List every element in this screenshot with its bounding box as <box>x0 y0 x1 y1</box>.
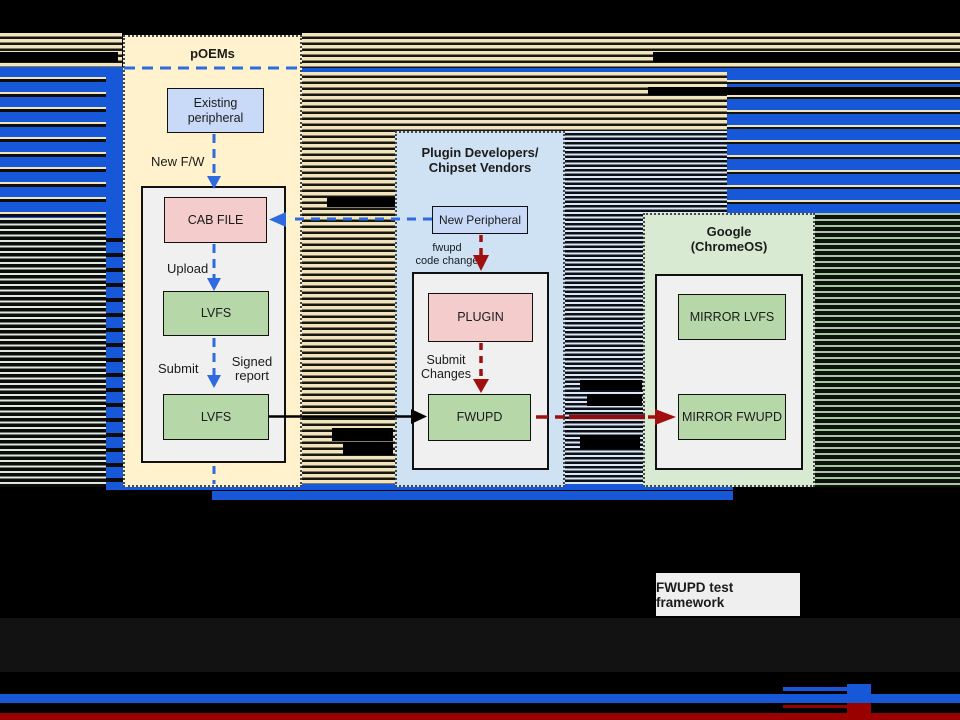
glitch-blue-line-small <box>783 687 847 691</box>
node-new-peripheral: New Peripheral <box>432 206 528 234</box>
glitch-black-bar-top <box>653 52 960 62</box>
glitch-fine-stripes-left <box>0 218 106 487</box>
glitch-black-band-top-left <box>0 52 118 62</box>
label-upload: Upload <box>167 261 209 276</box>
glitch-blue-bar-a <box>106 484 733 490</box>
node-fwupd: FWUPD <box>428 394 531 441</box>
node-plugin-label: PLUGIN <box>457 310 504 324</box>
panel-poems-title: pOEMs <box>190 46 235 61</box>
panel-google-title: Google (ChromeOS) <box>690 224 768 254</box>
glitch-gray-band <box>0 618 960 672</box>
node-mirror-fwupd-label: MIRROR FWUPD <box>682 409 782 424</box>
glitch-blob <box>580 435 640 449</box>
panel-plugin-vendors-title: Plugin Developers/ Chipset Vendors <box>421 145 539 175</box>
node-lvfs-lower: LVFS <box>163 394 269 440</box>
glitch-black-bar-upper <box>648 87 960 95</box>
glitch-blob <box>343 442 393 455</box>
node-mirror-fwupd: MIRROR FWUPD <box>678 394 786 440</box>
glitch-blue-bar-b <box>212 491 733 500</box>
fwupd-test-framework-label: FWUPD test framework <box>656 579 734 610</box>
node-cab-file: CAB FILE <box>164 197 267 243</box>
node-mirror-lvfs: MIRROR LVFS <box>678 294 786 340</box>
node-fwupd-label: FWUPD <box>456 410 503 424</box>
node-mirror-lvfs-label: MIRROR LVFS <box>689 309 775 324</box>
label-submit-changes: Submit Changes <box>420 353 472 381</box>
glitch-blob <box>332 428 393 441</box>
glitch-red-line-small <box>783 705 847 708</box>
glitch-blue-column-top <box>106 67 123 227</box>
glitch-blob <box>587 394 642 406</box>
glitch-blue-stripes-left <box>0 67 106 218</box>
glitch-blue-square-column <box>106 227 123 487</box>
label-submit: Submit <box>158 361 199 376</box>
node-plugin: PLUGIN <box>428 293 533 342</box>
glitch-green-stripes-right <box>815 213 960 487</box>
glitch-blob <box>327 197 395 207</box>
label-new-fw: New F/W <box>151 154 205 169</box>
node-existing-peripheral: Existing peripheral <box>167 88 264 133</box>
node-lvfs-lower-label: LVFS <box>200 409 232 424</box>
node-cab-file-label: CAB FILE <box>187 212 244 227</box>
node-lvfs-upper: LVFS <box>163 291 269 336</box>
label-fwupd-code-change: fwupd code change <box>415 242 479 267</box>
glitch-blob <box>580 380 642 390</box>
label-signed-report: Signed report <box>231 354 273 383</box>
node-new-peripheral-label: New Peripheral <box>438 212 522 227</box>
node-lvfs-upper-label: LVFS <box>200 306 232 320</box>
fwupd-test-framework-box: FWUPD test framework <box>656 573 800 616</box>
node-existing-peripheral-label: Existing peripheral <box>187 95 244 125</box>
glitch-blue-bar-bottom <box>0 694 960 703</box>
glitch-tan-stripes-top-right <box>302 33 960 68</box>
glitch-blue-line-top <box>302 68 960 72</box>
glitch-red-square <box>847 703 871 715</box>
glitch-red-bar-bottom <box>0 713 960 720</box>
